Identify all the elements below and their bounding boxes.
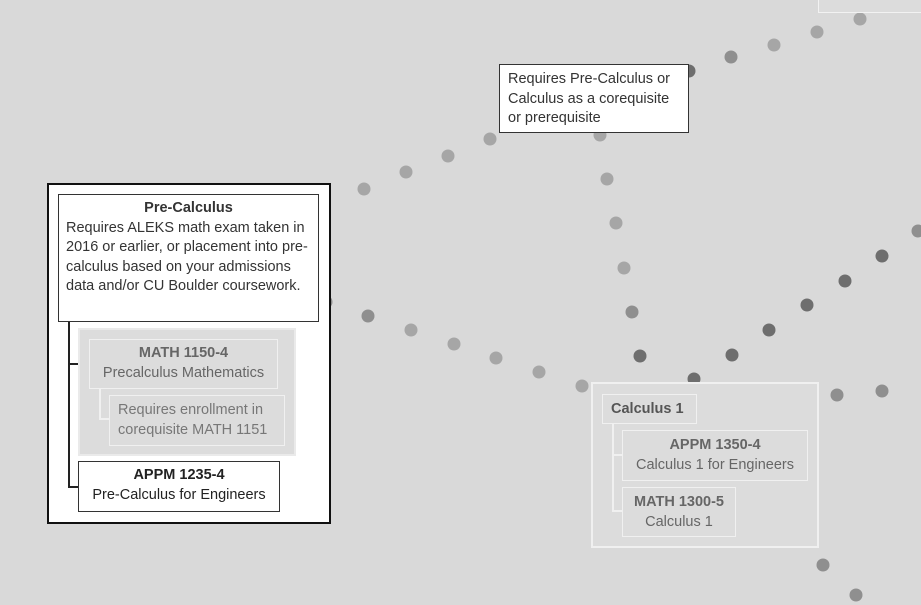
connector-dot — [800, 298, 814, 312]
course-math1150[interactable]: MATH 1150-4 Precalculus Mathematics — [89, 339, 278, 389]
connector-dot — [853, 12, 867, 26]
course-name: Precalculus Mathematics — [102, 365, 265, 381]
connector-dot — [489, 351, 503, 365]
connector-dot — [575, 379, 589, 393]
connector-dot — [762, 323, 776, 337]
connector-dot — [447, 337, 461, 351]
connector-dot — [625, 305, 639, 319]
calculus1-title[interactable]: Calculus 1 — [602, 394, 697, 424]
connector-dot — [633, 349, 647, 363]
connector-dot — [830, 388, 844, 402]
note-text: Requires enrollment in corequisite MATH … — [118, 402, 268, 438]
connector-dot — [483, 132, 497, 146]
course-math1300[interactable]: MATH 1300-5 Calculus 1 — [622, 487, 736, 537]
course-name: Calculus 1 for Engineers — [636, 457, 794, 473]
connector-dot — [357, 182, 371, 196]
connector-dot — [617, 261, 631, 275]
course-appm1350[interactable]: APPM 1350-4 Calculus 1 for Engineers — [622, 430, 808, 481]
course-code: APPM 1350-4 — [669, 437, 761, 453]
tooltip-text: Requires Pre-Calculus or Calculus as a c… — [508, 71, 670, 126]
connector-dot — [441, 149, 455, 163]
connector-dot — [849, 588, 863, 602]
tree-connector — [99, 389, 101, 419]
connector-dot — [724, 50, 738, 64]
connector-dot — [399, 165, 413, 179]
connector-dot — [600, 172, 614, 186]
connector-dot — [875, 384, 889, 398]
math1150-corequisite-note: Requires enrollment in corequisite MATH … — [109, 395, 285, 446]
tree-connector — [612, 510, 622, 512]
tree-connector — [68, 363, 78, 365]
tree-connector — [68, 486, 78, 488]
precalculus-header[interactable]: Pre-Calculus Requires ALEKS math exam ta… — [58, 194, 319, 322]
course-code: APPM 1235-4 — [133, 467, 225, 483]
tree-connector — [612, 424, 614, 511]
connector-dot — [838, 274, 852, 288]
connector-dot — [767, 38, 781, 52]
connector-dot — [911, 224, 921, 238]
calculus1-title-text: Calculus 1 — [611, 401, 684, 417]
offscreen-course-box[interactable] — [818, 0, 921, 13]
connector-dot — [532, 365, 546, 379]
course-code: MATH 1150-4 — [138, 345, 229, 361]
connector-dot — [361, 309, 375, 323]
course-name: Calculus 1 — [645, 514, 713, 530]
connector-dot — [875, 249, 889, 263]
course-code: MATH 1300-5 — [634, 494, 724, 510]
connector-dot — [725, 348, 739, 362]
connector-dot — [810, 25, 824, 39]
connector-dot — [816, 558, 830, 572]
precalculus-description: Requires ALEKS math exam taken in 2016 o… — [66, 219, 308, 295]
precalculus-title: Pre-Calculus — [144, 200, 233, 216]
course-name: Pre-Calculus for Engineers — [92, 487, 266, 503]
tree-connector — [99, 418, 109, 420]
course-appm1235[interactable]: APPM 1235-4 Pre-Calculus for Engineers — [78, 461, 280, 512]
tree-connector — [612, 454, 622, 456]
tree-connector — [68, 322, 70, 488]
corequisite-tooltip: Requires Pre-Calculus or Calculus as a c… — [499, 64, 689, 133]
connector-dot — [609, 216, 623, 230]
connector-dot — [404, 323, 418, 337]
